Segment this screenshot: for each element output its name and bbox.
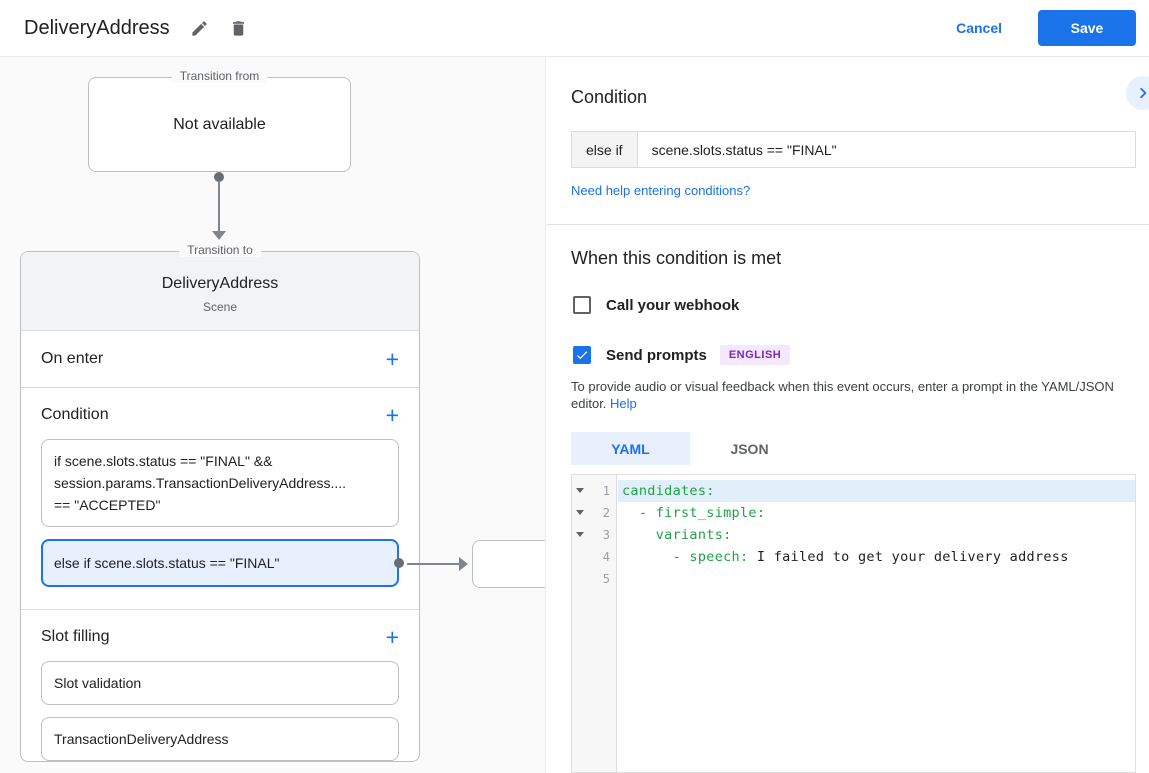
code-line-content[interactable]: candidates:	[618, 480, 1135, 502]
fold-arrow-icon[interactable]	[576, 532, 584, 537]
slot-filling-section-label: Slot filling	[41, 628, 110, 645]
code-line-content[interactable]: - first_simple:	[622, 505, 766, 521]
pencil-icon	[190, 19, 209, 38]
code-line-content[interactable]: variants:	[622, 527, 732, 543]
scene-card: Transition to DeliveryAddress Scene On e…	[20, 243, 420, 762]
chevron-right-icon	[1132, 82, 1149, 104]
edge-line	[407, 563, 460, 565]
connector-dot	[214, 172, 224, 182]
language-badge: ENGLISH	[719, 345, 791, 365]
fold-arrow-icon[interactable]	[576, 510, 584, 515]
condition-expression-row: else if	[571, 131, 1136, 168]
tab-yaml[interactable]: YAML	[571, 432, 690, 465]
prompts-row: Send prompts ENGLISH	[573, 345, 1149, 365]
checkmark-icon	[575, 348, 589, 362]
panel-title: Condition	[571, 87, 648, 107]
conditions-help-link[interactable]: Need help entering conditions?	[571, 183, 751, 198]
scene-card-title: DeliveryAddress	[161, 275, 279, 292]
trash-icon	[229, 19, 248, 38]
scene-card-subtitle: Scene	[202, 300, 238, 314]
line-number: 5	[602, 572, 610, 586]
editor-description: To provide audio or visual feedback when…	[571, 378, 1136, 412]
edge-arrow-right-icon	[459, 557, 468, 571]
code-line: 3 variants:	[572, 524, 1135, 546]
code-line-content[interactable]: - speech: I failed to get your delivery …	[622, 549, 1069, 565]
webhook-label: Call your webhook	[606, 296, 740, 314]
scene-title: DeliveryAddress	[24, 16, 170, 39]
collapse-panel-button[interactable]	[1126, 76, 1149, 110]
on-enter-label: On enter	[41, 350, 104, 367]
condition-section-label: Condition	[41, 406, 109, 423]
help-link[interactable]: Help	[610, 396, 637, 411]
webhook-checkbox[interactable]	[573, 296, 591, 314]
condition-expression-input[interactable]	[637, 131, 1136, 168]
condition-items: if scene.slots.status == "FINAL" && sess…	[41, 439, 404, 587]
edge-dot	[394, 558, 404, 568]
prompts-checkbox[interactable]	[573, 346, 591, 364]
code-line: 5	[572, 568, 1135, 590]
slot-item[interactable]: Slot validation	[41, 661, 399, 705]
panel-divider	[547, 224, 1149, 225]
line-number: 4	[602, 550, 610, 564]
scene-card-header: DeliveryAddress Scene	[21, 252, 419, 331]
line-number: 2	[572, 502, 618, 524]
condition-item[interactable]: if scene.slots.status == "FINAL" && sess…	[41, 439, 399, 527]
plus-icon: +	[385, 402, 399, 428]
code-line: 4 - speech: I failed to get your deliver…	[572, 546, 1135, 568]
app-header: DeliveryAddress Cancel Save	[0, 0, 1149, 57]
editor-description-text: To provide audio or visual feedback when…	[571, 379, 1114, 411]
plus-icon: +	[385, 346, 399, 372]
cancel-button[interactable]: Cancel	[956, 20, 1002, 36]
condition-item-selected[interactable]: else if scene.slots.status == "FINAL"	[41, 539, 404, 587]
slot-filling-add-button[interactable]: +	[385, 624, 399, 650]
condition-type-label: else if	[571, 131, 638, 168]
code-line: 2 - first_simple:	[572, 502, 1135, 524]
line-number: 3	[572, 524, 618, 546]
edit-scene-button[interactable]	[186, 15, 213, 42]
tab-json[interactable]: JSON	[690, 432, 809, 465]
plus-icon: +	[385, 624, 399, 650]
slot-item[interactable]: TransactionDeliveryAddress	[41, 717, 399, 761]
flow-canvas: Transition from Not available Transition…	[0, 57, 546, 773]
code-line-content[interactable]	[618, 568, 1135, 590]
condition-add-button[interactable]: +	[385, 402, 399, 428]
connector-line	[218, 181, 220, 232]
save-button[interactable]: Save	[1038, 10, 1136, 46]
on-enter-add-button[interactable]: +	[385, 346, 399, 372]
connector-arrow-down-icon	[212, 231, 226, 240]
condition-section: Condition + if scene.slots.status == "FI…	[21, 387, 419, 609]
not-available-label: Not available	[173, 115, 266, 133]
webhook-row: Call your webhook	[573, 296, 1149, 314]
delete-scene-button[interactable]	[225, 15, 252, 42]
transition-from-box[interactable]: Transition from Not available	[88, 69, 351, 172]
fold-arrow-icon[interactable]	[576, 488, 584, 493]
transition-to-legend: Transition to	[179, 243, 261, 257]
when-met-title: When this condition is met	[571, 248, 782, 268]
line-number: 1	[572, 480, 618, 502]
transition-target-box[interactable]	[472, 540, 545, 588]
editor-gutter	[572, 475, 617, 772]
transition-from-legend: Transition from	[171, 69, 268, 83]
detail-panel: Condition else if Need help entering con…	[547, 57, 1149, 773]
on-enter-row: On enter +	[21, 331, 419, 387]
prompts-label: Send prompts	[606, 346, 707, 364]
